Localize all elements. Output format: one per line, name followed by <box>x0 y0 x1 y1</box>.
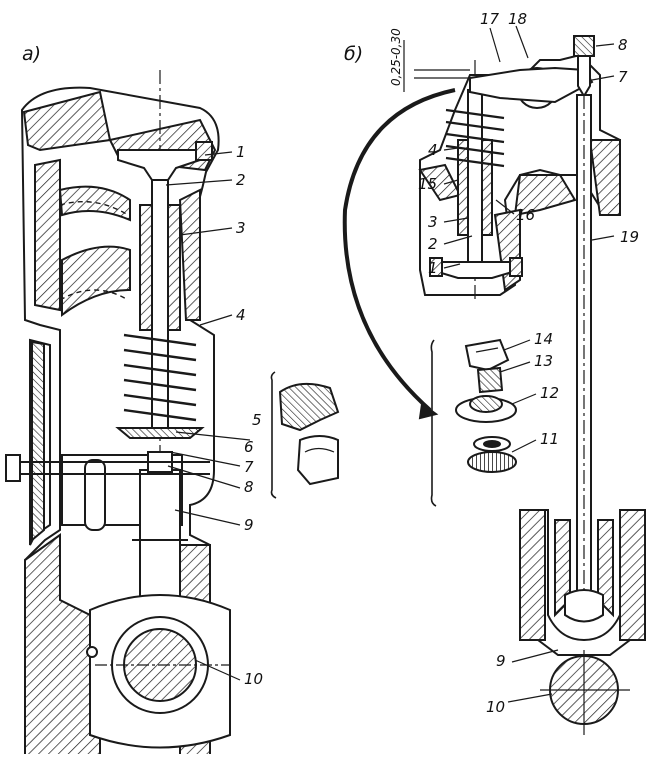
callout-b-9: 9 <box>496 652 506 670</box>
callout-b-10: 10 <box>486 698 505 716</box>
callout-a-7: 7 <box>244 458 254 476</box>
panel-a-drawing <box>5 70 231 758</box>
callout-b-1: 1 <box>428 259 438 277</box>
callout-b-13: 13 <box>534 352 553 370</box>
callout-b-7: 7 <box>618 68 628 86</box>
callout-b-2: 2 <box>428 235 438 253</box>
callout-b-19: 19 <box>620 228 639 246</box>
callout-b-18: 18 <box>508 10 527 28</box>
callout-a-2: 2 <box>236 171 246 189</box>
callout-b-8: 8 <box>618 36 628 54</box>
callout-b-4: 4 <box>428 141 438 159</box>
clearance-dimension: 0,25-0,30 <box>389 28 403 86</box>
callout-b-11: 11 <box>540 430 559 448</box>
callout-b-15: 15 <box>418 175 437 193</box>
panel-b-leader-lines <box>443 25 615 703</box>
panel-b-exploded-parts <box>430 338 517 507</box>
callout-b-16: 16 <box>516 206 535 224</box>
panel-a-labels: а) 1 2 3 4 5 6 7 8 9 10 <box>22 43 263 688</box>
panel-a-cotter-halves <box>270 371 340 499</box>
callout-b-17: 17 <box>480 10 500 28</box>
callout-b-3: 3 <box>428 213 438 231</box>
panel-a-caption: а) <box>22 43 41 65</box>
panel-b-drawing <box>342 35 646 735</box>
callout-a-3: 3 <box>236 219 246 237</box>
callout-a-8: 8 <box>244 478 254 496</box>
callout-a-9: 9 <box>244 516 254 534</box>
callout-a-1: 1 <box>236 143 246 161</box>
callout-a-4: 4 <box>236 306 246 324</box>
panel-b-caption: б) <box>344 43 363 65</box>
callout-b-14: 14 <box>534 330 553 348</box>
panel-a-leader-lines <box>165 151 251 681</box>
callout-a-6: 6 <box>244 438 254 456</box>
callout-a-10: 10 <box>244 670 263 688</box>
callout-a-5: 5 <box>252 411 262 429</box>
callout-b-12: 12 <box>540 384 559 402</box>
panel-b-labels: б) 0,25-0,30 17 18 8 7 4 15 16 19 3 2 1 … <box>344 10 639 716</box>
